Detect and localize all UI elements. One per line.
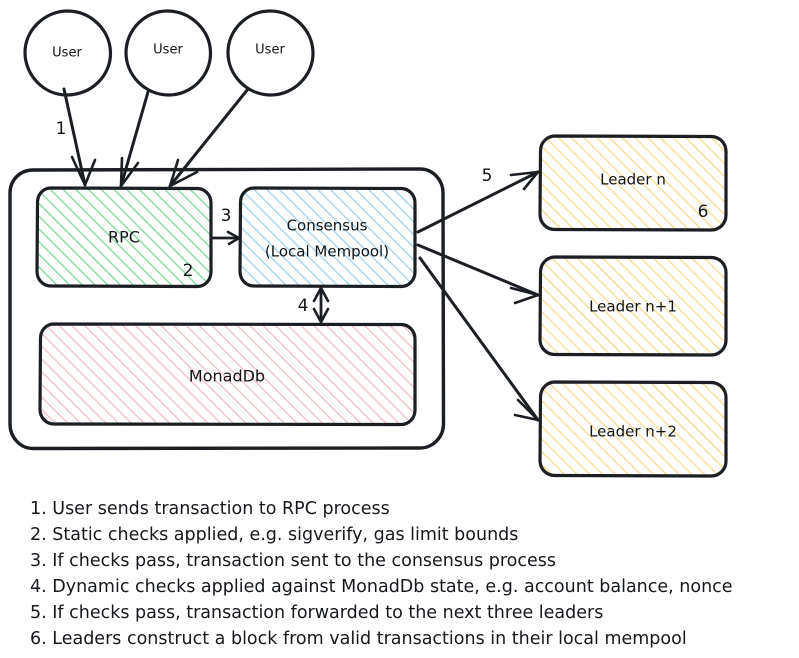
legend-item-1: 1. User sends transaction to RPC process [30,499,390,519]
arrow-consensus-monaddb [312,286,330,324]
legend-item-5: 5. If checks pass, transaction forwarded… [30,603,603,623]
legend-item-4: 4. Dynamic checks applied against MonadD… [30,577,733,597]
edge-label-3: 3 [221,206,232,226]
rpc-badge-2: 2 [183,261,194,281]
legend-item-3: 3. If checks pass, transaction sent to t… [30,551,556,571]
arrow-user2-to-rpc [119,90,150,188]
leader-n-label: Leader n [600,171,666,189]
user-node-3[interactable]: User [226,9,315,97]
arrow-rpc-to-consensus [209,230,241,246]
user-node-1-label: User [52,46,82,61]
edge-label-1: 1 [56,119,67,139]
consensus-node-label-line2: (Local Mempool) [265,243,389,261]
consensus-node[interactable]: Consensus (Local Mempool) [238,186,417,289]
leader-n-plus-1-node[interactable]: Leader n+1 [538,255,728,357]
leader-n-plus-2-node[interactable]: Leader n+2 [538,380,728,478]
edge-label-4: 4 [298,296,309,316]
arrow-consensus-to-leader-n2 [418,256,540,422]
arrow-user1-to-rpc [62,87,97,187]
monaddb-node-label: MonadDb [189,367,265,386]
leader-n-plus-2-label: Leader n+2 [589,423,677,441]
rpc-node-label: RPC [108,228,140,247]
legend-list: 1. User sends transaction to RPC process… [30,499,733,649]
leader-n-plus-1-label: Leader n+1 [589,298,677,316]
arrow-consensus-to-leader-n1 [416,243,540,305]
arrow-consensus-to-leader-n [416,170,540,234]
user-node-2-label: User [153,43,183,58]
edge-label-5: 5 [482,166,493,186]
user-node-2[interactable]: User [124,9,213,97]
monaddb-node[interactable]: MonadDb [38,322,417,427]
user-node-3-label: User [255,43,285,58]
arrow-user3-to-rpc [168,87,250,188]
user-node-1[interactable]: User [23,9,113,97]
leader-n-node[interactable]: Leader n 6 [538,134,728,232]
legend-item-6: 6. Leaders construct a block from valid … [30,629,687,649]
consensus-node-label-line1: Consensus [287,217,368,235]
legend-item-2: 2. Static checks applied, e.g. sigverify… [30,525,518,545]
leader-n-badge-6: 6 [698,202,709,222]
rpc-node[interactable]: RPC 2 [35,186,213,289]
